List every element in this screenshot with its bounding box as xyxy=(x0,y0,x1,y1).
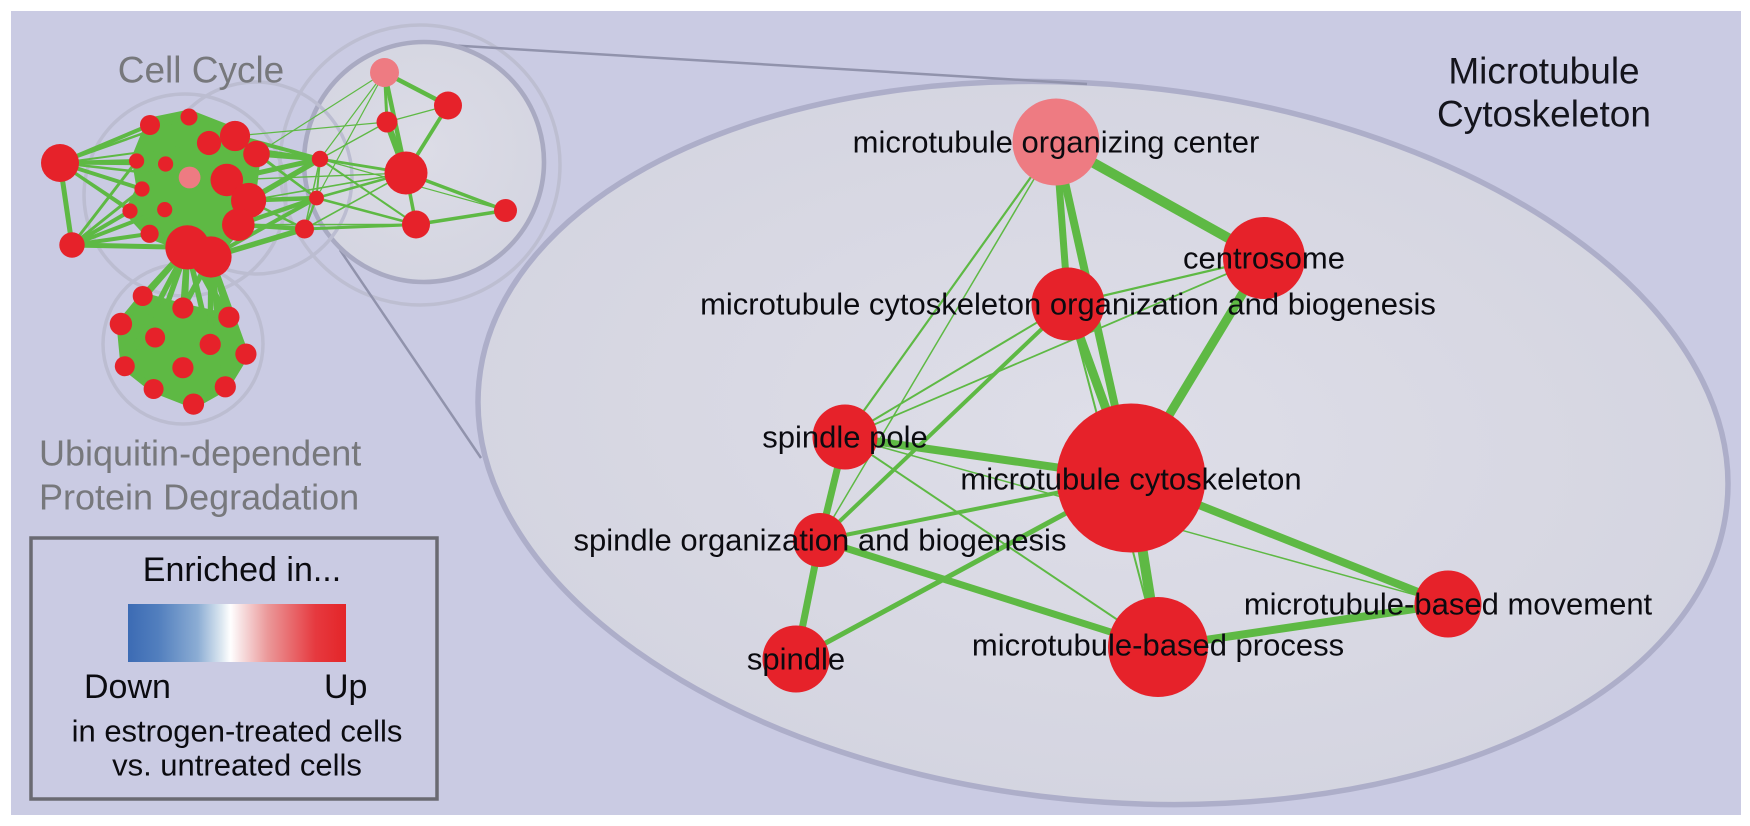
svg-text:Enriched in...: Enriched in... xyxy=(143,551,341,589)
svg-text:Up: Up xyxy=(324,668,367,706)
svg-text:microtubule-based process: microtubule-based process xyxy=(972,628,1344,663)
svg-text:spindle organization and bioge: spindle organization and biogenesis xyxy=(574,523,1067,558)
svg-text:microtubule organizing center: microtubule organizing center xyxy=(853,125,1260,160)
svg-text:microtubule cytoskeleton organ: microtubule cytoskeleton organization an… xyxy=(700,287,1436,322)
svg-text:centrosome: centrosome xyxy=(1183,241,1345,276)
svg-text:microtubule-based movement: microtubule-based movement xyxy=(1244,587,1653,622)
svg-text:Down: Down xyxy=(84,668,171,706)
svg-text:microtubule cytoskeleton: microtubule cytoskeleton xyxy=(960,462,1301,497)
svg-text:in estrogen-treated cells: in estrogen-treated cells xyxy=(72,714,403,749)
svg-text:Protein Degradation: Protein Degradation xyxy=(39,477,359,518)
svg-text:Cell Cycle: Cell Cycle xyxy=(118,50,285,91)
svg-text:Cytoskeleton: Cytoskeleton xyxy=(1437,94,1651,135)
svg-text:spindle pole: spindle pole xyxy=(762,420,927,455)
svg-text:Microtubule: Microtubule xyxy=(1448,51,1639,92)
svg-text:Ubiquitin-dependent: Ubiquitin-dependent xyxy=(39,433,361,474)
svg-text:vs. untreated cells: vs. untreated cells xyxy=(112,748,362,783)
svg-text:spindle: spindle xyxy=(747,642,845,677)
